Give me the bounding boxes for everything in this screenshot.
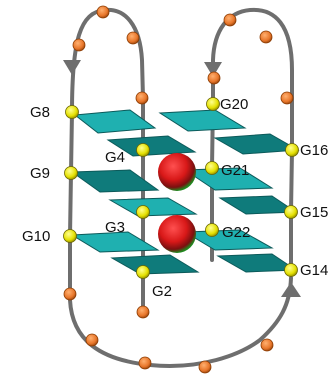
g10-node <box>63 229 77 243</box>
quartet-mid-back <box>108 197 198 217</box>
g2-node <box>136 265 150 279</box>
arrowheads <box>63 60 301 297</box>
arrow-bottom-right <box>281 282 301 297</box>
loop-node <box>280 91 294 105</box>
g21-node <box>205 161 219 175</box>
loop-node <box>72 38 86 52</box>
ion-lower <box>158 215 196 253</box>
loop-node <box>207 71 221 85</box>
loop-nucleotides <box>63 5 294 374</box>
label-g16: G16 <box>300 142 328 159</box>
g16-node <box>285 143 299 157</box>
guanine-nodes <box>63 97 299 279</box>
arrow-top-right <box>204 62 222 77</box>
quartet-bot-right <box>183 229 274 251</box>
label-g4: G4 <box>105 149 125 166</box>
loop-node <box>260 338 274 352</box>
g9-node <box>64 166 78 180</box>
g15-node <box>284 205 298 219</box>
loop-node <box>138 356 152 370</box>
residue-labels: G8 G9 G10 G4 G3 G2 G20 G21 G22 G16 G15 G… <box>22 96 328 300</box>
g4-node <box>136 143 150 157</box>
loop-node <box>223 13 237 27</box>
label-g10: G10 <box>22 228 50 245</box>
g3-node <box>136 205 150 219</box>
loop-node <box>96 5 110 19</box>
label-g2: G2 <box>152 283 172 300</box>
loop-node <box>198 360 212 374</box>
g20-node <box>206 97 220 111</box>
ions <box>158 153 196 253</box>
quartet-bot-back <box>110 254 200 275</box>
top-right-loop <box>211 7 294 152</box>
label-g3: G3 <box>105 219 125 236</box>
ion-upper <box>158 153 196 191</box>
loop-node <box>259 30 273 44</box>
g14-node <box>284 263 298 277</box>
loop-node <box>126 31 140 45</box>
loop-node <box>135 91 149 105</box>
g22-node <box>205 223 219 237</box>
top-left-loop <box>70 7 145 114</box>
bottom-loop <box>68 236 293 368</box>
quartet-mid-right <box>183 167 274 191</box>
loop-node <box>136 305 150 319</box>
label-g14: G14 <box>300 262 328 279</box>
label-g15: G15 <box>300 204 328 221</box>
label-g22: G22 <box>222 224 250 241</box>
loop-node <box>85 333 99 347</box>
arrow-top-left <box>63 60 81 75</box>
quartet-bot-left <box>70 231 160 253</box>
label-g21: G21 <box>221 162 249 179</box>
quartet-top-back <box>106 135 197 157</box>
label-g20: G20 <box>220 96 248 113</box>
label-g9: G9 <box>30 165 50 182</box>
g8-node <box>65 105 79 119</box>
quartet-mid-left <box>70 169 160 193</box>
quartet-top-right <box>158 109 247 132</box>
quartet-planes <box>70 109 300 275</box>
quartet-top-left <box>73 109 157 134</box>
loop-node <box>63 287 77 301</box>
label-g8: G8 <box>30 104 50 121</box>
